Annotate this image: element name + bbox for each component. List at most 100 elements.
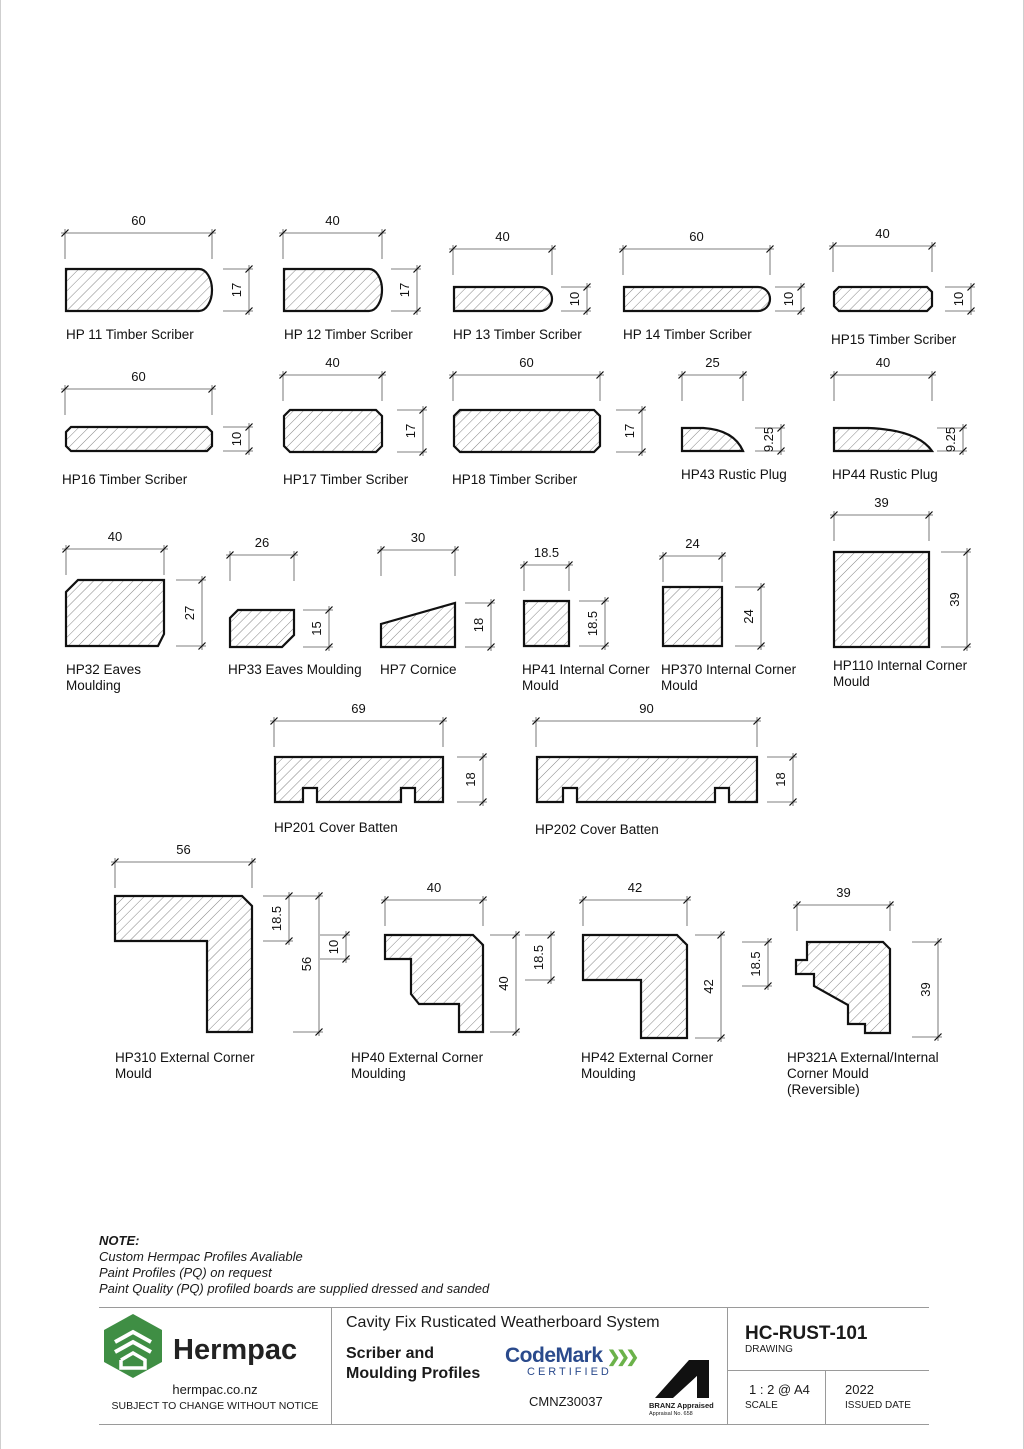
dimension-tick (718, 552, 726, 560)
dimension-tick (479, 798, 487, 806)
dimension-tick (342, 931, 350, 939)
profile-label: HP 14 Timber Scriber (623, 327, 752, 342)
dimension-tick (619, 245, 627, 253)
hp13-section (452, 285, 554, 313)
codemark-number: CMNZ30037 (529, 1394, 603, 1409)
dimension-tick (520, 561, 528, 569)
hp11-section (64, 267, 214, 313)
profile-label: HP310 External Corner (115, 1050, 255, 1065)
dimension-text: 40 (876, 355, 890, 370)
note-line: Paint Quality (PQ) profiled boards are s… (99, 1281, 490, 1296)
hp15-section (832, 285, 934, 313)
dimension-text: 18.5 (585, 611, 600, 636)
dimension-tick (419, 406, 427, 414)
dimension-tick (381, 896, 389, 904)
codemark-certified: CERTIFIED (527, 1366, 612, 1378)
dimension-tick (717, 931, 725, 939)
dimension-tick (160, 545, 168, 553)
hp43-section (680, 426, 745, 453)
dimension-tick (963, 643, 971, 651)
dimension-tick (279, 229, 287, 237)
dimension-text: 90 (639, 701, 653, 716)
dimension-text: 69 (351, 701, 365, 716)
profile-label: Moulding (351, 1066, 406, 1081)
profile-label: HP43 Rustic Plug (681, 467, 787, 482)
dimension-tick (325, 606, 333, 614)
dimension-tick (757, 642, 765, 650)
system-name: Cavity Fix Rusticated Weatherboard Syste… (346, 1314, 660, 1331)
dimension-text: 27 (182, 606, 197, 620)
dimension-tick (245, 423, 253, 431)
profile-label: HP42 External Corner (581, 1050, 714, 1065)
disclaimer: SUBJECT TO CHANGE WITHOUT NOTICE (111, 1400, 319, 1412)
profile-label: HP15 Timber Scriber (831, 332, 957, 347)
hermpac-logo-icon (104, 1314, 162, 1378)
profile-label: HP 12 Timber Scriber (284, 327, 413, 342)
profile-label: HP18 Timber Scriber (452, 472, 578, 487)
dimension-text: 40 (427, 880, 441, 895)
hp16-section (64, 425, 214, 453)
dimension-text: 60 (131, 369, 145, 384)
brand-name: Hermpac (173, 1334, 298, 1366)
dimension-text: 26 (255, 535, 269, 550)
profile-label: HP202 Cover Batten (535, 822, 659, 837)
dimension-tick (793, 901, 801, 909)
hp41-section (522, 599, 571, 648)
website[interactable]: hermpac.co.nz (172, 1382, 258, 1397)
dimension-tick (659, 552, 667, 560)
dimension-tick (342, 955, 350, 963)
dimension-text: 39 (947, 592, 962, 606)
hp42-section (581, 933, 689, 1040)
profile-label: HP 13 Timber Scriber (453, 327, 582, 342)
dimension-tick (208, 229, 216, 237)
dimension-tick (717, 1034, 725, 1042)
dimension-text: 17 (622, 424, 637, 438)
dimension-tick (245, 447, 253, 455)
dimension-tick (487, 599, 495, 607)
dimension-tick (583, 307, 591, 315)
dimension-tick (583, 283, 591, 291)
dimension-tick (753, 717, 761, 725)
dimension-tick (285, 892, 293, 900)
dimension-text: 17 (229, 283, 244, 297)
dimension-tick (934, 1033, 942, 1041)
codemark-wordmark: CodeMark (505, 1344, 603, 1367)
dimension-tick (925, 511, 933, 519)
dimension-tick (315, 1028, 323, 1036)
dimension-text: 40 (325, 355, 339, 370)
dimension-text: 10 (781, 292, 796, 306)
profile-label: HP40 External Corner (351, 1050, 484, 1065)
dimension-tick (967, 283, 975, 291)
dimension-tick (797, 307, 805, 315)
profile-label: HP17 Timber Scriber (283, 472, 409, 487)
profile-label: HP41 Internal Corner (522, 662, 650, 677)
dimension-tick (766, 245, 774, 253)
dimension-tick (61, 385, 69, 393)
note-line: Custom Hermpac Profiles Avaliable (99, 1249, 303, 1264)
dimension-tick (683, 896, 691, 904)
dimension-text: 18.5 (269, 906, 284, 931)
dimension-text: 60 (519, 355, 533, 370)
dimension-tick (208, 385, 216, 393)
dimension-tick (967, 307, 975, 315)
dimension-tick (62, 545, 70, 553)
drawing-title-line2: Moulding Profiles (346, 1365, 481, 1382)
dimension-tick (829, 242, 837, 250)
dimension-tick (248, 858, 256, 866)
dimension-tick (270, 717, 278, 725)
profile-label: Corner Mould (787, 1066, 869, 1081)
dimension-tick (547, 931, 555, 939)
dimension-tick (532, 717, 540, 725)
dimension-tick (111, 858, 119, 866)
